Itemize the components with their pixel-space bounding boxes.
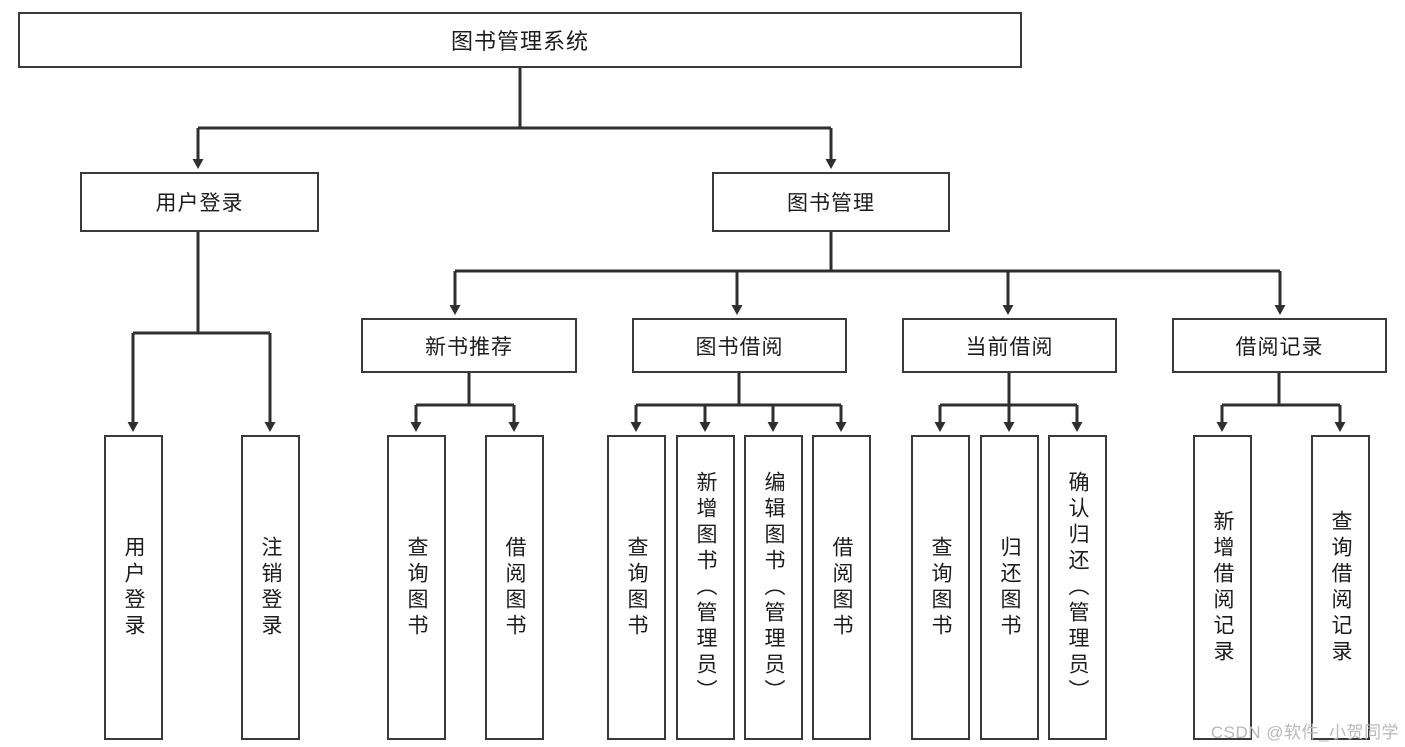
node-new-book-recommend[interactable]: 新书推荐: [361, 318, 577, 373]
node-user-login[interactable]: 用户登录: [80, 172, 319, 232]
leaf-query-book-recommend[interactable]: 查询图书: [387, 435, 446, 740]
leaf-borrow-book-recommend[interactable]: 借阅图书: [485, 435, 544, 740]
leaf-query-book-borrow[interactable]: 查询图书: [607, 435, 666, 740]
node-label: 查询图书: [405, 535, 428, 640]
leaf-logout-login[interactable]: 注销登录: [241, 435, 300, 740]
node-label: 新书推荐: [425, 335, 513, 359]
node-label: 确认归还（管理员）: [1066, 470, 1089, 705]
node-label: 归还图书: [998, 535, 1021, 640]
node-label: 图书借阅: [695, 335, 784, 359]
leaf-return-book[interactable]: 归还图书: [980, 435, 1039, 740]
node-label: 用户登录: [155, 192, 244, 215]
leaf-borrow-book[interactable]: 借阅图书: [812, 435, 871, 740]
node-label: 借阅图书: [503, 535, 526, 640]
node-label: 新增图书（管理员）: [694, 470, 717, 705]
node-label: 图书管理: [787, 192, 875, 215]
node-label: 注销登录: [259, 535, 282, 640]
node-label: 借阅记录: [1235, 335, 1324, 359]
node-label: 当前借阅: [965, 335, 1054, 359]
node-label: 查询图书: [625, 535, 648, 640]
node-root-book-management-system[interactable]: 图书管理系统: [18, 12, 1022, 68]
leaf-add-book-admin[interactable]: 新增图书（管理员）: [676, 435, 735, 740]
node-label: 新增借阅记录: [1211, 509, 1234, 666]
node-label: 图书管理系统: [450, 29, 589, 54]
leaf-edit-book-admin[interactable]: 编辑图书（管理员）: [744, 435, 803, 740]
leaf-query-book-current[interactable]: 查询图书: [911, 435, 970, 740]
node-label: 查询图书: [929, 535, 952, 640]
node-label: 用户登录: [122, 535, 145, 640]
node-book-management[interactable]: 图书管理: [712, 172, 950, 232]
node-label: 编辑图书（管理员）: [762, 470, 785, 705]
leaf-user-login[interactable]: 用户登录: [104, 435, 163, 740]
node-label: 借阅图书: [830, 535, 853, 640]
leaf-add-borrow-record[interactable]: 新增借阅记录: [1193, 435, 1252, 740]
node-borrow-record[interactable]: 借阅记录: [1172, 318, 1387, 373]
leaf-query-borrow-record[interactable]: 查询借阅记录: [1311, 435, 1370, 740]
node-label: 查询借阅记录: [1329, 509, 1352, 666]
node-current-borrow[interactable]: 当前借阅: [902, 318, 1117, 373]
node-book-borrow[interactable]: 图书借阅: [632, 318, 847, 373]
leaf-confirm-return-admin[interactable]: 确认归还（管理员）: [1048, 435, 1107, 740]
